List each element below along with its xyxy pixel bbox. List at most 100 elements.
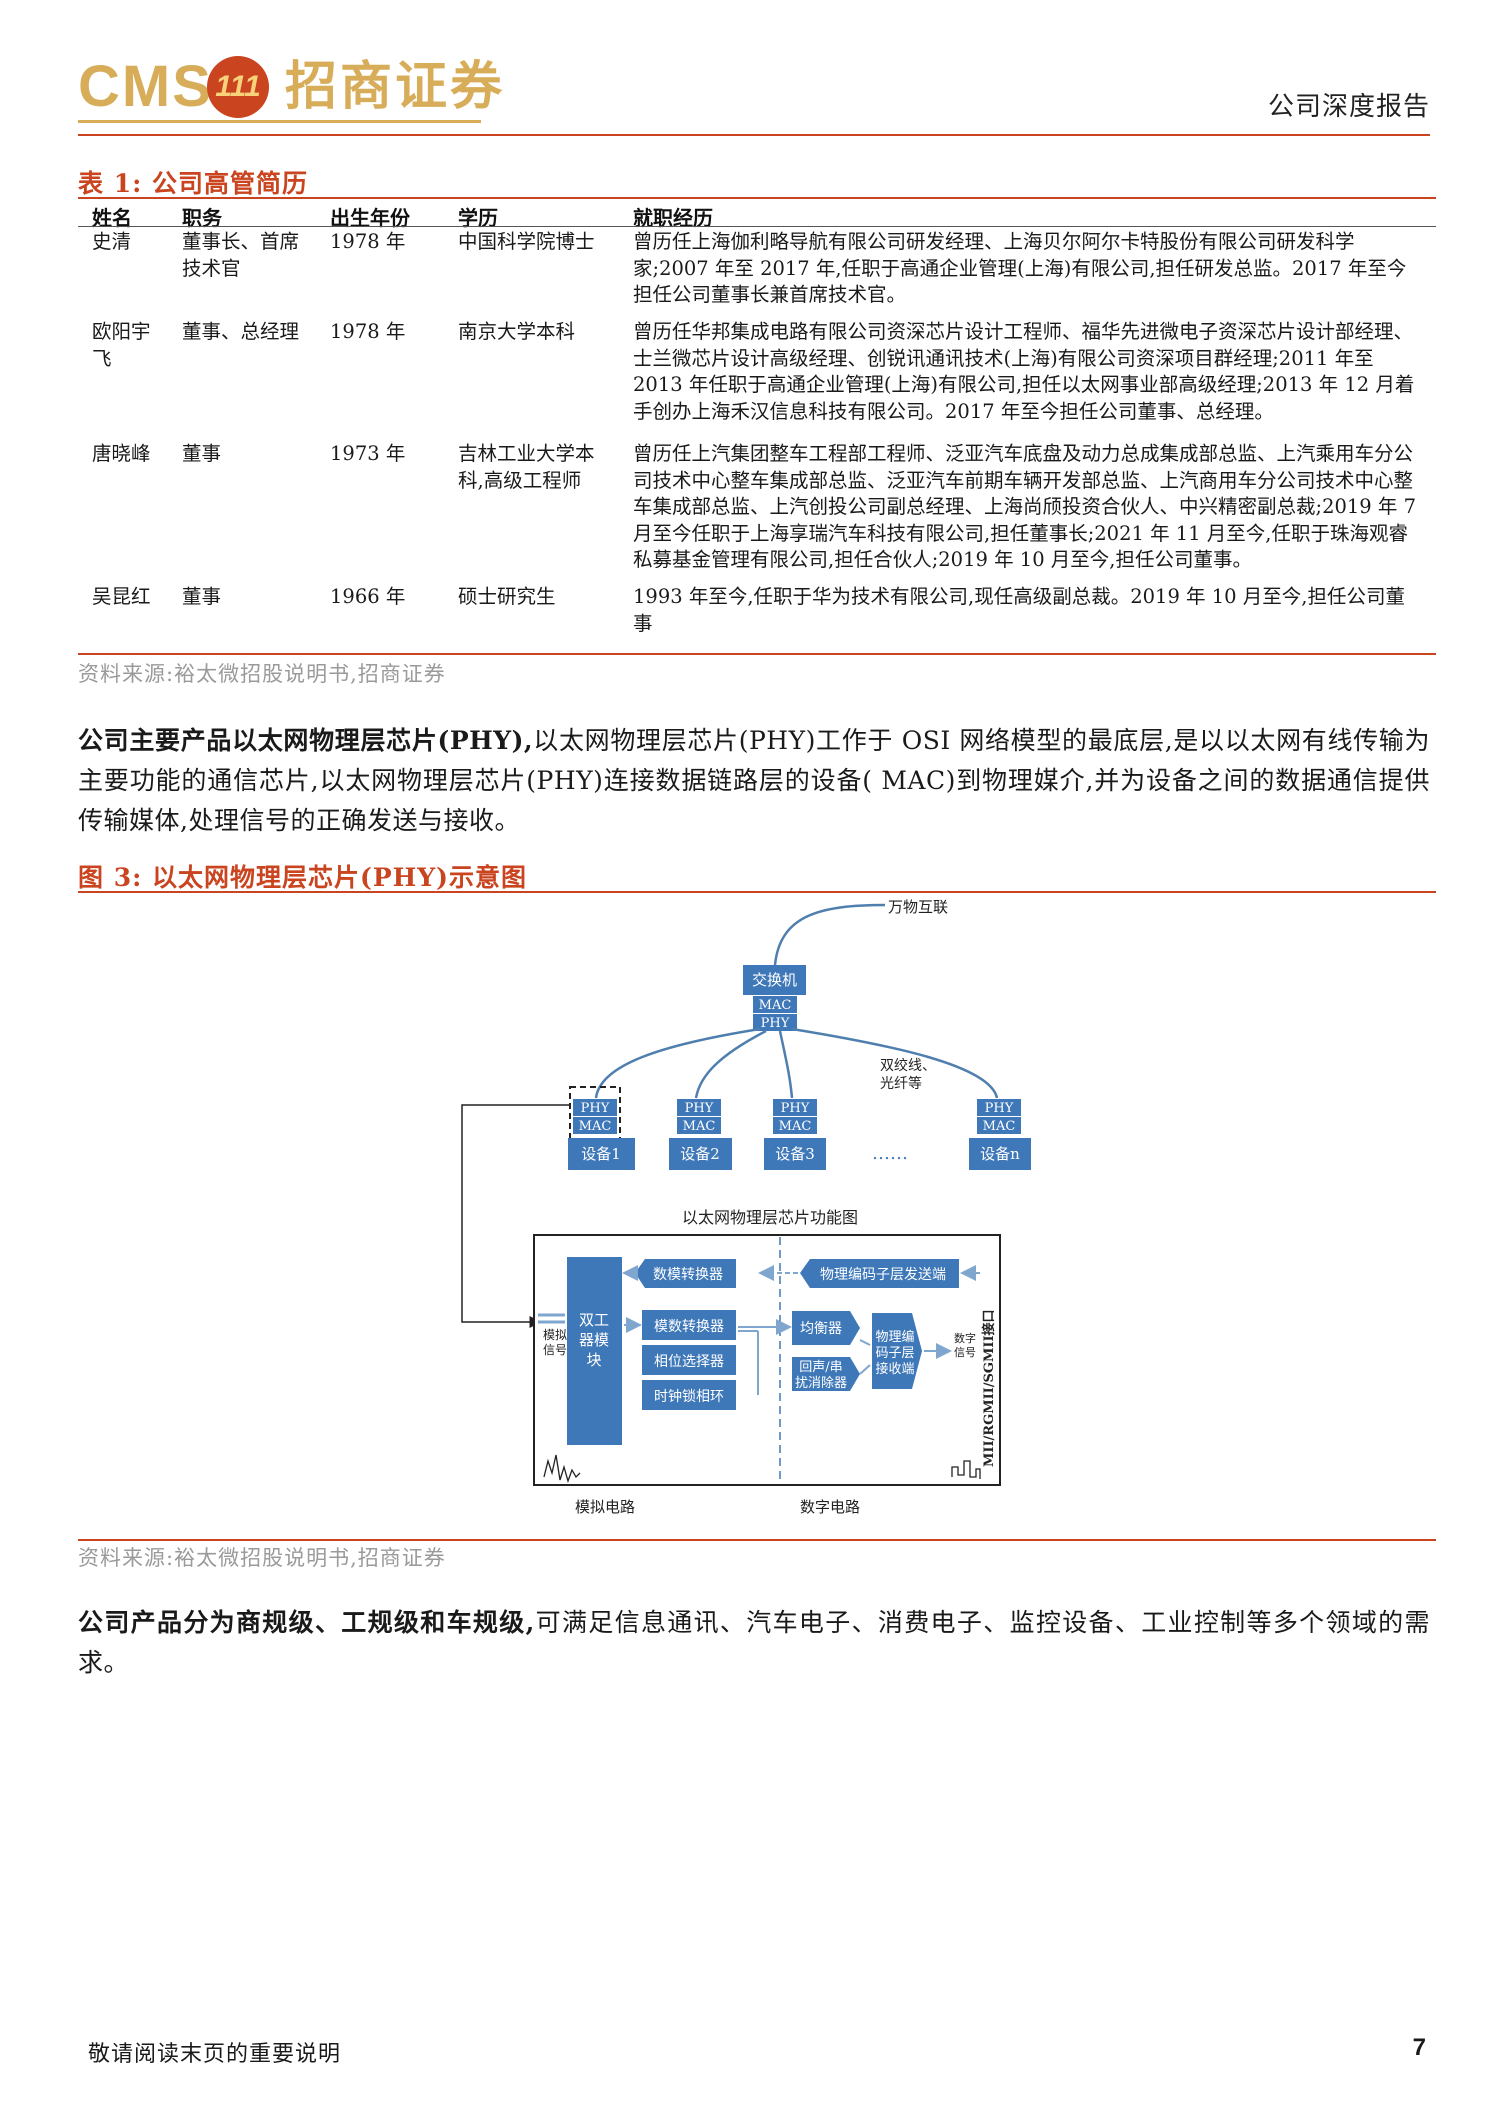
box-phase (642, 1345, 736, 1375)
label-dots: …… (872, 1143, 908, 1164)
label-devn-phy: PHY (985, 1101, 1014, 1116)
link-switch-iot (773, 903, 886, 966)
label-analog-circuit: 模拟电路 (575, 1498, 635, 1516)
analog-waveform-icon (543, 1454, 581, 1484)
table-cell-edu: 硕士研究生 (458, 585, 556, 608)
box-adc (642, 1310, 736, 1340)
label-dev1-mac: MAC (579, 1119, 612, 1134)
table-cell-name: 唐晓峰 (92, 442, 151, 465)
box-pcs-rx (872, 1313, 922, 1389)
box-devn-phy (977, 1099, 1021, 1116)
paragraph-bold-lead: 公司产品分为商规级、工规级和车规级, (78, 1608, 535, 1637)
table-cell-exp: 曾历任上海伽利略导航有限公司研发经理、上海贝尔阿尔卡特股份有限公司研发科学家;2… (633, 230, 1407, 306)
box-dev1-mac (573, 1117, 617, 1134)
figure-caption: 图 3: 以太网物理层芯片(PHY)示意图 (78, 863, 527, 892)
logo-cms: CMS (78, 54, 213, 119)
label-duplex-1: 双工 (579, 1311, 609, 1329)
label-cable-2: 光纤等 (880, 1075, 922, 1092)
box-echo (792, 1357, 860, 1391)
table-cell-name: 吴昆红 (92, 585, 151, 608)
label-dev1-phy: PHY (581, 1101, 610, 1116)
paragraph-body: 可满足信息通讯、汽车电子、消费电子、监控设备、工业控制等多个领域的需求。 (78, 1608, 1430, 1677)
box-dev3-phy (773, 1099, 817, 1116)
paragraph-product-grades: 公司产品分为商规级、工规级和车规级,可满足信息通讯、汽车电子、消费电子、监控设备… (78, 1603, 1430, 1683)
label-pcs-rx-3: 接收端 (875, 1361, 914, 1377)
table-cell-exp: 曾历任上汽集团整车工程部工程师、泛亚汽车底盘及动力总成集成部总监、上汽乘用车分公… (633, 442, 1416, 571)
label-digital-sig-2: 信号 (954, 1346, 976, 1359)
box-devn-mac (977, 1117, 1021, 1134)
table-caption: 表 1: 公司高管简历 (78, 169, 309, 198)
link-dev3 (778, 1030, 794, 1099)
header-rule (78, 134, 1430, 136)
box-dev2-phy (677, 1099, 721, 1116)
digital-waveform-icon (951, 1460, 981, 1479)
label-adc: 模数转换器 (654, 1318, 724, 1335)
label-dev3: 设备3 (775, 1145, 815, 1163)
box-dev3-mac (773, 1117, 817, 1134)
footer-note: 敬请阅读末页的重要说明 (88, 2042, 342, 2067)
label-dev2-phy: PHY (685, 1101, 714, 1116)
table-cell-title: 董事 (182, 442, 222, 465)
label-pcs-rx-2: 码子层 (875, 1346, 914, 1361)
box-dac (635, 1259, 736, 1288)
label-devn-mac: MAC (983, 1119, 1016, 1134)
box-devn (969, 1138, 1031, 1170)
arrow-echo-pcs (859, 1364, 871, 1375)
figure-top-rule (78, 891, 1436, 893)
label-dev3-phy: PHY (781, 1101, 810, 1116)
label-equalizer: 均衡器 (800, 1321, 842, 1337)
label-analog-sig-2: 信号 (543, 1343, 567, 1357)
box-switch (743, 965, 806, 995)
label-digital-circuit: 数字电路 (800, 1498, 860, 1516)
table-cell-born: 1978 年 (330, 320, 406, 343)
paragraph-bold-lead: 公司主要产品以太网物理层芯片(PHY), (78, 726, 534, 755)
table-cell-exp: 1993 年至今,任职于华为技术有限公司,现任高级副总裁。2019 年 10 月… (633, 585, 1405, 635)
label-cable-1: 双绞线、 (880, 1057, 936, 1074)
table-top-rule (78, 197, 1436, 199)
paragraph-phy-intro: 公司主要产品以太网物理层芯片(PHY),以太网物理层芯片(PHY)工作于 OSI… (78, 721, 1430, 841)
table-cell-edu: 南京大学本科 (458, 320, 576, 343)
box-interface (982, 1250, 996, 1470)
label-iot: 万物互联 (888, 898, 948, 916)
label-clock: 时钟锁相环 (654, 1388, 724, 1405)
table-cell-born: 1973 年 (330, 442, 406, 465)
label-pcs-rx-1: 物理编 (875, 1330, 914, 1345)
label-echo-1: 回声/串 (799, 1360, 842, 1375)
table-cell-exp: 曾历任华邦集成电路有限公司资深芯片设计工程师、福华先进微电子资深芯片设计部经理、… (633, 320, 1415, 423)
label-devn: 设备n (980, 1145, 1020, 1163)
figure-source: 资料来源:裕太微招股说明书,招商证券 (78, 1546, 446, 1570)
table-cell-born: 1978 年 (330, 230, 406, 253)
box-duplex (567, 1257, 622, 1445)
page-number: 7 (1412, 2034, 1426, 2061)
logo-badge-text: 111 (215, 70, 261, 103)
table-cell-edu: 中国科学院博士 (458, 230, 595, 253)
box-equalizer (792, 1311, 860, 1345)
figure-bottom-rule (78, 1539, 1436, 1541)
label-func-title: 以太网物理层芯片功能图 (682, 1208, 858, 1227)
label-digital-sig-1: 数字 (954, 1331, 976, 1345)
label-dev1: 设备1 (581, 1145, 621, 1163)
label-pcs-tx: 物理编码子层发送端 (820, 1267, 946, 1283)
label-dev2: 设备2 (680, 1145, 720, 1163)
logo-badge-icon: 111 (207, 56, 269, 118)
label-dev3-mac: MAC (779, 1119, 812, 1134)
table-cell-title: 董事、总经理 (182, 320, 300, 343)
box-clock (642, 1380, 736, 1410)
table-cell-title: 董事长、首席技术官 (182, 230, 300, 280)
link-devn (791, 1027, 999, 1099)
table-cell-name: 史清 (92, 230, 132, 253)
logo-underline (78, 120, 481, 123)
box-dev1 (568, 1138, 635, 1170)
box-dev2 (669, 1138, 732, 1170)
table-header-rule (78, 226, 1436, 227)
box-switch-phy (753, 1014, 797, 1031)
arrow-eq-pcs (859, 1339, 871, 1346)
report-type: 公司深度报告 (1267, 92, 1430, 122)
table-bottom-rule (78, 653, 1436, 655)
table-cell-title: 董事 (182, 585, 222, 608)
label-interface: MII/RGMII/SGMII接口 (981, 1309, 997, 1467)
box-dev3 (764, 1138, 826, 1170)
link-dev2 (694, 1029, 767, 1099)
box-pcs-tx (800, 1259, 959, 1288)
table-cell-born: 1966 年 (330, 585, 406, 608)
